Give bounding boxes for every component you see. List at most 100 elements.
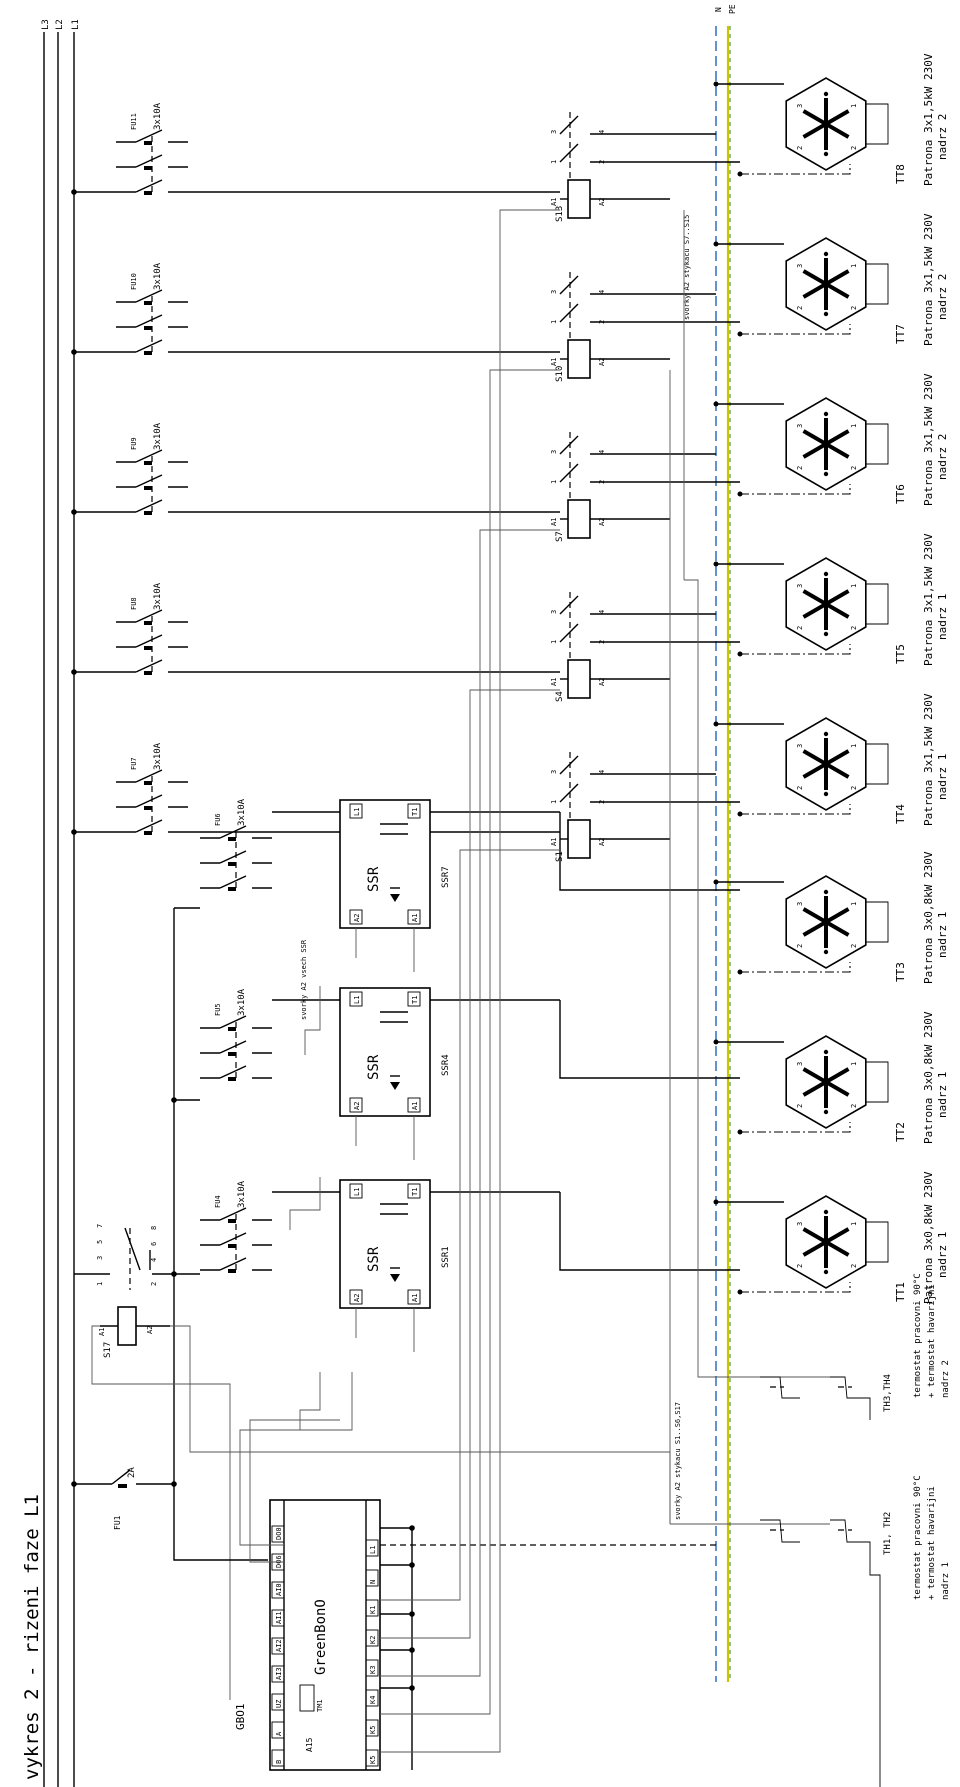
- heater-term-3: 3: [796, 1062, 804, 1066]
- ctrl-bottom-terminal: K3: [369, 1666, 377, 1674]
- s17-c3: 3: [96, 1256, 104, 1260]
- a2-return-lines: [669, 210, 830, 1525]
- heater-term-2: 2: [796, 1264, 804, 1268]
- heater-id: TT7: [894, 324, 907, 344]
- sheet-title: vykres 2 - rizeni faze L1: [21, 1494, 43, 1780]
- heater-bridge: [866, 263, 889, 305]
- heater-id: TT2: [894, 1122, 907, 1142]
- heater-pe-link: [740, 484, 851, 495]
- heater-desc: Patrona 3x0,8kW 230V: [922, 1011, 935, 1144]
- contactor-label: S4: [555, 691, 565, 702]
- coil-a2-label: A2: [598, 518, 606, 526]
- ssr-to-heater: [559, 812, 740, 891]
- ctrl-top-terminal: DO0: [275, 1527, 283, 1540]
- heater-term-1: 1: [850, 1222, 858, 1226]
- th34-line2: + termostat havarijni: [927, 1284, 937, 1398]
- heater-term-2b: 2: [850, 306, 858, 310]
- contactor-label: S13: [555, 206, 565, 222]
- ssr-terminal-box: [349, 1183, 363, 1199]
- heater-desc: Patrona 3x1,5kW 230V: [922, 533, 935, 666]
- heater-tank: nadrz 1: [936, 1072, 949, 1118]
- fuse-rating: 3x10A: [153, 262, 163, 290]
- coil-a1-label: A1: [550, 358, 558, 366]
- ctrl-top-terminal: A: [275, 1731, 283, 1736]
- contactor-s17: S17 A1 A2 1 3 5 7 2 4 6 8: [96, 1224, 170, 1358]
- heater-term-1: 1: [850, 264, 858, 268]
- junction-dot: [71, 349, 77, 355]
- fuse-rating: 3x10A: [237, 988, 247, 1016]
- s17-c6: 6: [150, 1242, 158, 1246]
- pe-dot: [737, 651, 743, 657]
- bus-label-l1: L1: [71, 19, 81, 30]
- fuse-rating: 3x10A: [237, 1180, 247, 1208]
- contactor-coil: [567, 179, 591, 219]
- ctrl-top-terminal-box: [271, 1665, 285, 1683]
- heater-terminal: [823, 151, 829, 157]
- fuse-pole-element: [144, 621, 152, 625]
- ctrl-bottom-terminal-box: [365, 1749, 379, 1767]
- ssr-terminal-box: [407, 803, 421, 819]
- controller-name: GreenBonO: [313, 1599, 329, 1675]
- ssr-led-diode: [390, 1274, 400, 1282]
- contact-label-4: 4: [598, 130, 606, 134]
- fuse-pole-blade: [135, 314, 163, 328]
- ssr-terminal-box: [349, 1289, 363, 1305]
- ctrl-bottom-terminal-box: [365, 1689, 379, 1707]
- thermostat-th3-th4: TH3,TH4 termostat pracovni 90°C + termos…: [760, 1273, 951, 1420]
- fuse-rating: 3x10A: [237, 798, 247, 826]
- fuse-pole-element: [144, 646, 152, 650]
- heater-term-3: 3: [796, 584, 804, 588]
- heater-term-2b: 2: [850, 1264, 858, 1268]
- heater-element: [802, 109, 850, 139]
- contact-label-1: 1: [550, 320, 558, 324]
- heater-term-1: 1: [850, 104, 858, 108]
- ctrl-top-terminal-box: [271, 1637, 285, 1655]
- ssr-terminal-box: [349, 909, 363, 925]
- pe-dot: [737, 1129, 743, 1135]
- fuse-pole-blade: [135, 659, 163, 673]
- heater-term-2: 2: [796, 1104, 804, 1108]
- contact-blade-2: [559, 275, 579, 295]
- contactor-coil: [567, 499, 591, 539]
- s17-c4: 4: [150, 1258, 158, 1262]
- heater-term-2b: 2: [850, 786, 858, 790]
- heater-terminal: [823, 889, 829, 895]
- fuse-label: FU7: [130, 757, 138, 770]
- heater-terminal: [823, 1269, 829, 1275]
- heater-term-1: 1: [850, 902, 858, 906]
- ctrl-top-terminal: AI0: [275, 1583, 283, 1596]
- contact-blade-2: [559, 435, 579, 455]
- heater-terminal: [823, 1049, 829, 1055]
- ssr-id: SSR4: [441, 1054, 451, 1076]
- fuse-pole-element: [228, 1219, 236, 1223]
- fuse-pole-blade: [135, 179, 163, 193]
- heater-pe-link: [740, 962, 851, 973]
- ctrl-bottom-terminal-box: [365, 1539, 379, 1557]
- s17-a2: A2: [146, 1326, 154, 1334]
- coil-a2-label: A2: [598, 358, 606, 366]
- note-a2-s1-s6: svorky A2 stykacu S1..S6,S17: [674, 1402, 682, 1520]
- ctrl-bottom-terminal-box: [365, 1659, 379, 1677]
- contact-label-1: 1: [550, 160, 558, 164]
- th34-line1: termostat pracovni 90°C: [913, 1273, 923, 1398]
- contact-blade-1: [559, 463, 579, 483]
- s17-c8: 8: [150, 1226, 158, 1230]
- pe-dot: [737, 171, 743, 177]
- bus-label-l2: L2: [55, 19, 65, 30]
- ctrl-bottom-terminal-box: [365, 1629, 379, 1647]
- junction-dot: [71, 829, 77, 835]
- heater-desc: Patrona 3x1,5kW 230V: [922, 373, 935, 506]
- pe-dot: [737, 811, 743, 817]
- fuse-pole-element: [228, 837, 236, 841]
- fuse-label: FU6: [214, 813, 222, 826]
- heater-term-1: 1: [850, 424, 858, 428]
- heater-term-3: 3: [796, 264, 804, 268]
- phase-buses: L3 L2 L1: [41, 19, 81, 1787]
